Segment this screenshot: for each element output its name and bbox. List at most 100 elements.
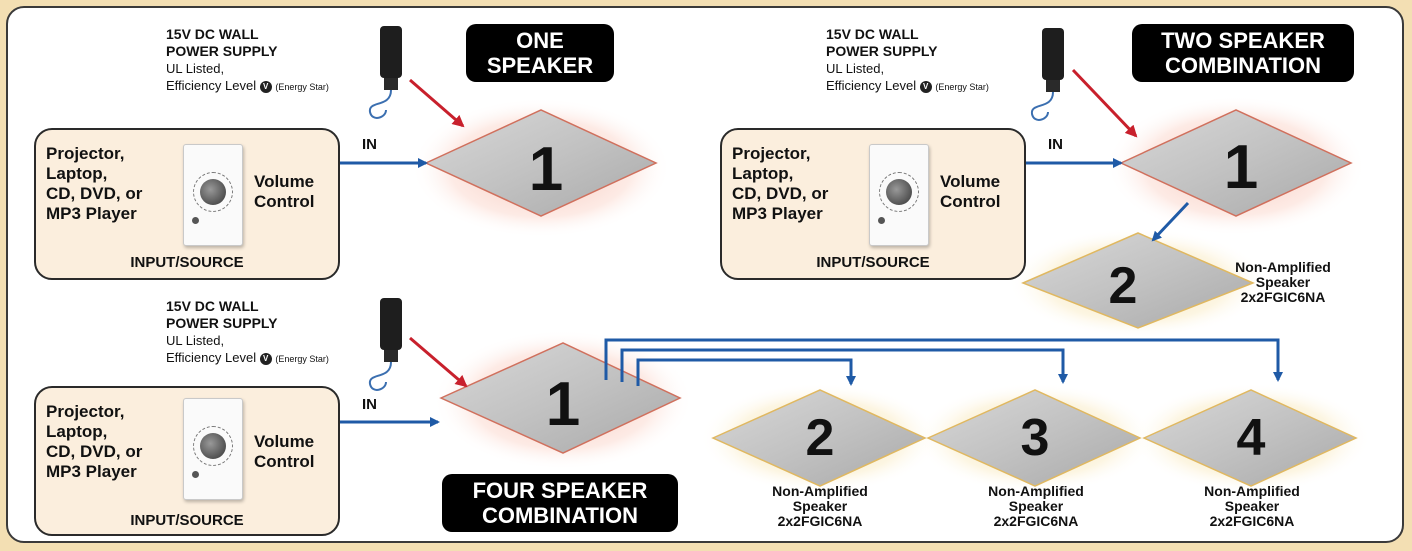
link-arrow [636,358,856,386]
non-amplified-speaker-label: Non-Amplified Speaker 2x2FGIC6NA [740,484,900,529]
volume-control-label: Volume Control [254,432,314,472]
source-line: Projector, [732,144,811,163]
psu-line3: UL Listed, [166,61,225,76]
label-line: Speaker [1008,498,1064,514]
source-line: CD, DVD, or [46,442,143,461]
in-label: IN [1048,136,1063,153]
source-line: Laptop, [732,164,794,183]
psu-label: 15V DC WALL POWER SUPPLY UL Listed, Effi… [166,298,329,368]
label-line: Non-Amplified [1204,483,1300,499]
psu-line4: Efficiency Level V (Energy Star) [166,349,329,368]
psu-label: 15V DC WALL POWER SUPPLY UL Listed, Effi… [826,26,989,96]
speaker-panel-icon [424,109,658,217]
psu-line1: 15V DC WALL [166,26,259,42]
source-devices: Projector, Laptop, CD, DVD, or MP3 Playe… [46,144,142,224]
title-line: ONE [516,28,564,53]
psu-line1: 15V DC WALL [166,298,259,314]
efficiency-label: Efficiency Level [826,78,917,93]
speaker-panel-icon [711,389,927,487]
speaker-panel-icon [1021,232,1255,329]
speaker-panel-icon [1142,389,1358,487]
label-line: Speaker [1224,498,1280,514]
input-source-caption: INPUT/SOURCE [816,254,930,271]
volume-control-plate-icon [869,144,929,246]
non-amplified-speaker-label: Non-Amplified Speaker 2x2FGIC6NA [1213,260,1353,305]
source-line: MP3 Player [46,204,137,223]
psu-line2: POWER SUPPLY [166,315,278,331]
power-adapter-icon [368,298,402,391]
title-line: COMBINATION [1164,53,1322,78]
source-line: CD, DVD, or [46,184,143,203]
energy-star-label: (Energy Star) [275,354,329,364]
psu-line4: Efficiency Level V (Energy Star) [166,77,329,96]
link-arrow [1151,201,1190,242]
input-source-panel: Projector, Laptop, CD, DVD, or MP3 Playe… [720,128,1026,280]
speaker-model: 2x2FGIC6NA [993,513,1079,529]
title-one-speaker: ONE SPEAKER [466,24,614,82]
efficiency-badge-icon: V [259,80,272,93]
speaker-number: 1 [529,135,563,204]
speaker-number: 2 [1109,257,1138,315]
volume-line: Volume [254,432,315,451]
energy-star-label: (Energy Star) [275,82,329,92]
speaker-number: 3 [1021,409,1050,467]
power-arrow [1071,68,1138,138]
source-line: MP3 Player [732,204,823,223]
source-line: CD, DVD, or [732,184,829,203]
power-adapter-icon [368,26,402,119]
efficiency-badge-icon: V [259,352,272,365]
volume-line: Volume [254,172,315,191]
speaker-number: 4 [1237,409,1266,467]
volume-control-label: Volume Control [940,172,1000,212]
source-devices: Projector, Laptop, CD, DVD, or MP3 Playe… [46,402,142,482]
label-line: Non-Amplified [1235,259,1331,275]
speaker-panel-icon [926,389,1142,487]
psu-line4: Efficiency Level V (Energy Star) [826,77,989,96]
input-source-panel: Projector, Laptop, CD, DVD, or MP3 Playe… [34,128,340,280]
title-four-speaker: FOUR SPEAKER COMBINATION [442,474,678,532]
speaker-number: 1 [1224,133,1258,202]
label-line: Non-Amplified [772,483,868,499]
power-arrow [409,78,465,128]
speaker-model: 2x2FGIC6NA [1209,513,1295,529]
efficiency-badge-icon: V [919,80,932,93]
source-line: Laptop, [46,164,108,183]
power-arrow [409,336,468,388]
volume-control-plate-icon [183,144,243,246]
input-source-caption: INPUT/SOURCE [130,254,244,271]
speaker-model: 2x2FGIC6NA [777,513,863,529]
in-label: IN [362,136,377,153]
source-line: MP3 Player [46,462,137,481]
efficiency-label: Efficiency Level [166,78,257,93]
power-adapter-icon [1030,28,1064,121]
speaker-number: 2 [806,409,835,467]
label-line: Speaker [1255,274,1311,290]
speaker-model: 2x2FGIC6NA [1240,289,1326,305]
speaker-panel-icon [439,342,682,454]
title-line: TWO SPEAKER [1161,28,1325,53]
link-arrow [620,348,1068,384]
volume-control-plate-icon [183,398,243,500]
link-arrow [604,338,1283,382]
non-amplified-speaker-label: Non-Amplified Speaker 2x2FGIC6NA [1172,484,1332,529]
input-source-panel: Projector, Laptop, CD, DVD, or MP3 Playe… [34,386,340,536]
psu-line1: 15V DC WALL [826,26,919,42]
title-line: FOUR SPEAKER [472,478,648,503]
psu-label: 15V DC WALL POWER SUPPLY UL Listed, Effi… [166,26,329,96]
volume-line: Control [254,452,315,471]
wiring-diagram: 1 1 2 1 2 3 4 [140,26,1371,493]
speaker-panel-icon [1119,109,1353,217]
title-line: COMBINATION [481,503,639,528]
source-devices: Projector, Laptop, CD, DVD, or MP3 Playe… [732,144,828,224]
label-line: Non-Amplified [988,483,1084,499]
volume-line: Control [940,192,1001,211]
label-line: Speaker [792,498,848,514]
volume-line: Volume [940,172,1001,191]
psu-line2: POWER SUPPLY [166,43,278,59]
psu-line3: UL Listed, [826,61,885,76]
efficiency-label: Efficiency Level [166,350,257,365]
energy-star-label: (Energy Star) [935,82,989,92]
title-two-speaker: TWO SPEAKER COMBINATION [1132,24,1354,82]
input-source-caption: INPUT/SOURCE [130,512,244,529]
in-label: IN [362,396,377,413]
